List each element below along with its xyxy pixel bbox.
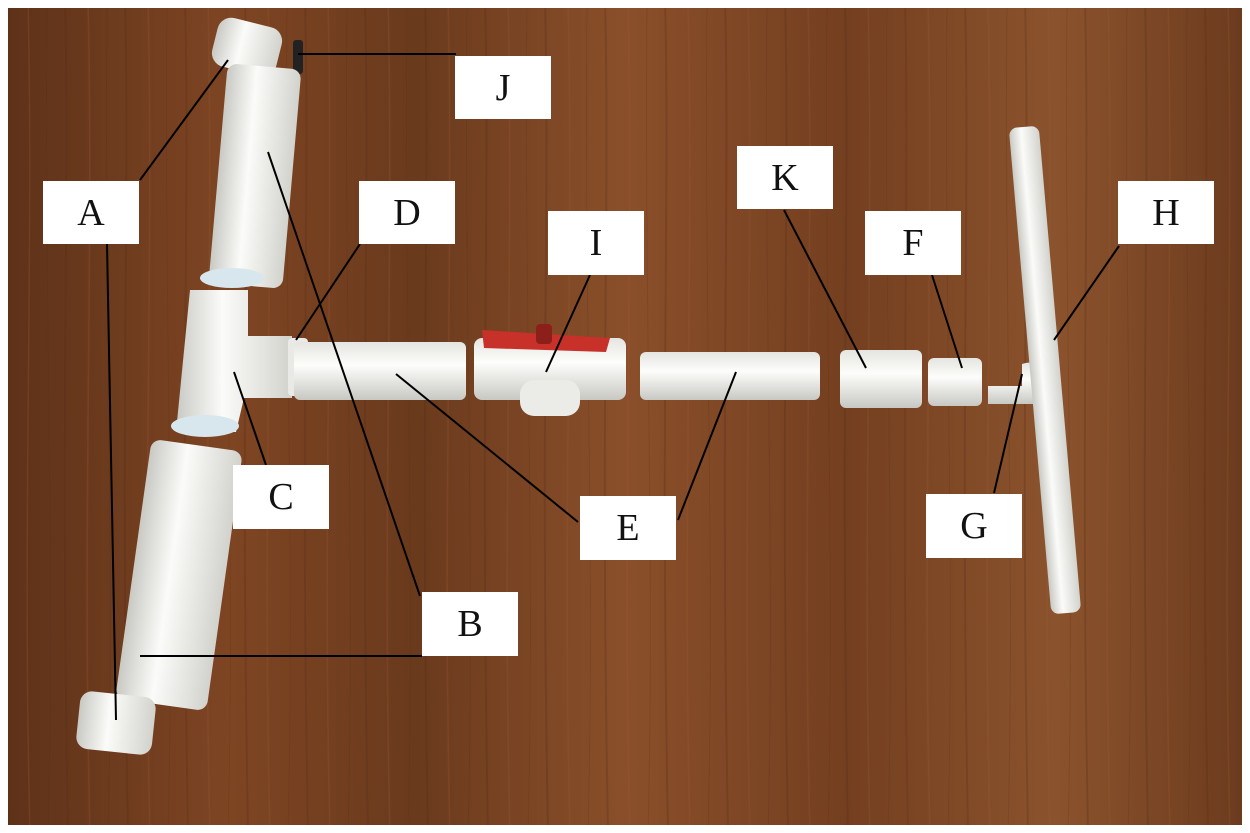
label-K: K <box>737 146 833 209</box>
label-I: I <box>548 211 644 275</box>
label-G: G <box>926 494 1022 558</box>
leader-lines <box>106 53 1120 721</box>
bolt <box>293 40 303 74</box>
label-D: D <box>359 181 455 244</box>
label-A: A <box>43 181 139 244</box>
label-H: H <box>1118 181 1214 244</box>
label-B: B <box>422 592 518 656</box>
label-F: F <box>865 211 961 275</box>
label-J: J <box>455 56 551 119</box>
label-C: C <box>233 465 329 529</box>
label-E: E <box>580 496 676 560</box>
end-cap-top <box>211 17 283 77</box>
